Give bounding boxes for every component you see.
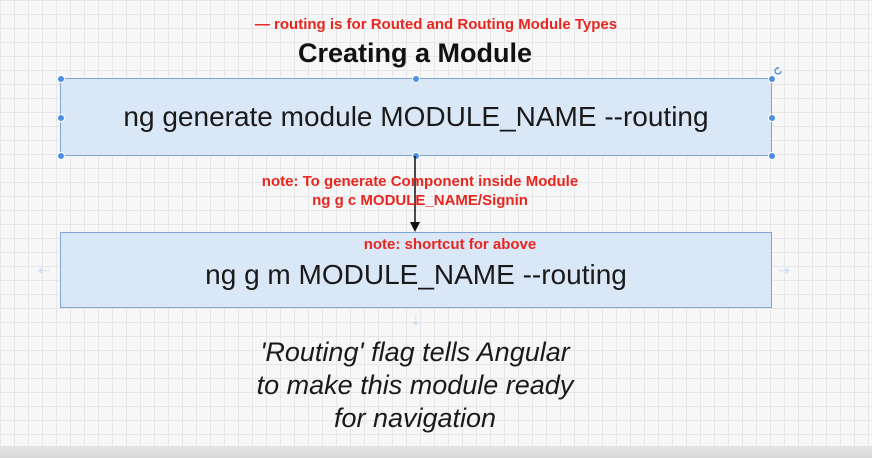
component-note-line2: ng g c MODULE_NAME/Signin xyxy=(312,192,528,209)
component-note-line1: note: To generate Component inside Modul… xyxy=(261,173,579,190)
selection-handle[interactable] xyxy=(57,114,65,122)
shortcut-command-box[interactable]: ng g m MODULE_NAME --routing xyxy=(60,232,772,308)
selection-handle[interactable] xyxy=(768,152,776,160)
caption-line1: 'Routing' flag tells Angular xyxy=(260,337,570,367)
bottom-bar xyxy=(0,446,872,458)
caption-line2: to make this module ready xyxy=(256,370,574,400)
selection-handle[interactable] xyxy=(412,152,420,160)
selection-handle[interactable] xyxy=(768,75,776,83)
arrow-down-icon[interactable]: ⇣ xyxy=(410,312,422,328)
generate-command-text: ng generate module MODULE_NAME --routing xyxy=(123,101,709,132)
selection-handle[interactable] xyxy=(412,75,420,83)
selection-handle[interactable] xyxy=(768,114,776,122)
generate-command-box[interactable]: ng generate module MODULE_NAME --routing xyxy=(60,78,772,156)
arrow-down-icon xyxy=(410,156,420,232)
selection-handle[interactable] xyxy=(57,75,65,83)
arrow-right-icon[interactable]: ⇢ xyxy=(778,262,790,278)
routing-flag-caption: 'Routing' flag tells Angular to make thi… xyxy=(0,336,830,435)
shortcut-command-text: ng g m MODULE_NAME --routing xyxy=(205,259,627,290)
caption-line3: for navigation xyxy=(333,403,497,433)
component-note: note: To generate Component inside Modul… xyxy=(150,172,690,210)
rotate-icon[interactable] xyxy=(773,66,783,76)
shortcut-note: note: shortcut for above xyxy=(363,236,537,253)
page-title: Creating a Module xyxy=(297,38,533,68)
routing-note: — routing is for Routed and Routing Modu… xyxy=(254,16,618,33)
arrow-left-icon[interactable]: ⇠ xyxy=(38,262,50,278)
selection-handle[interactable] xyxy=(57,152,65,160)
